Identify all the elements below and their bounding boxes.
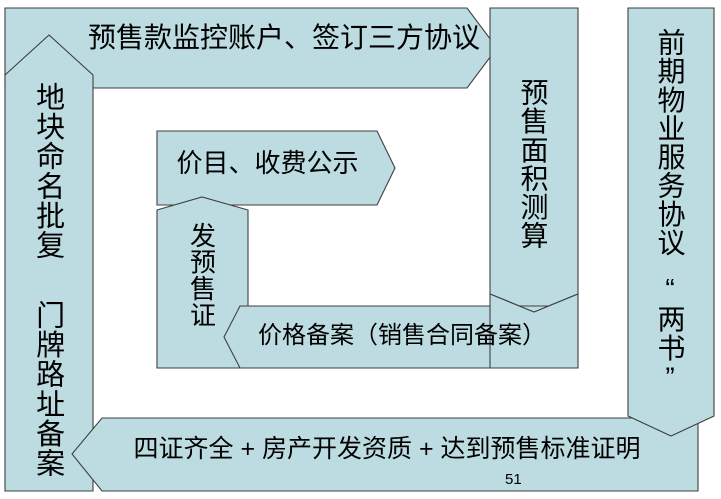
shape-right-bar[interactable] <box>489 7 579 313</box>
shape-inner-left[interactable] <box>156 196 249 369</box>
shape-far-right-bar[interactable] <box>627 7 715 437</box>
shape-bottom-bar[interactable] <box>71 417 699 492</box>
shape-right-bar-tail <box>489 293 579 369</box>
shape-inner-top[interactable] <box>156 130 396 206</box>
page-number: 51 <box>505 471 522 488</box>
shape-left-bar[interactable] <box>4 34 94 492</box>
